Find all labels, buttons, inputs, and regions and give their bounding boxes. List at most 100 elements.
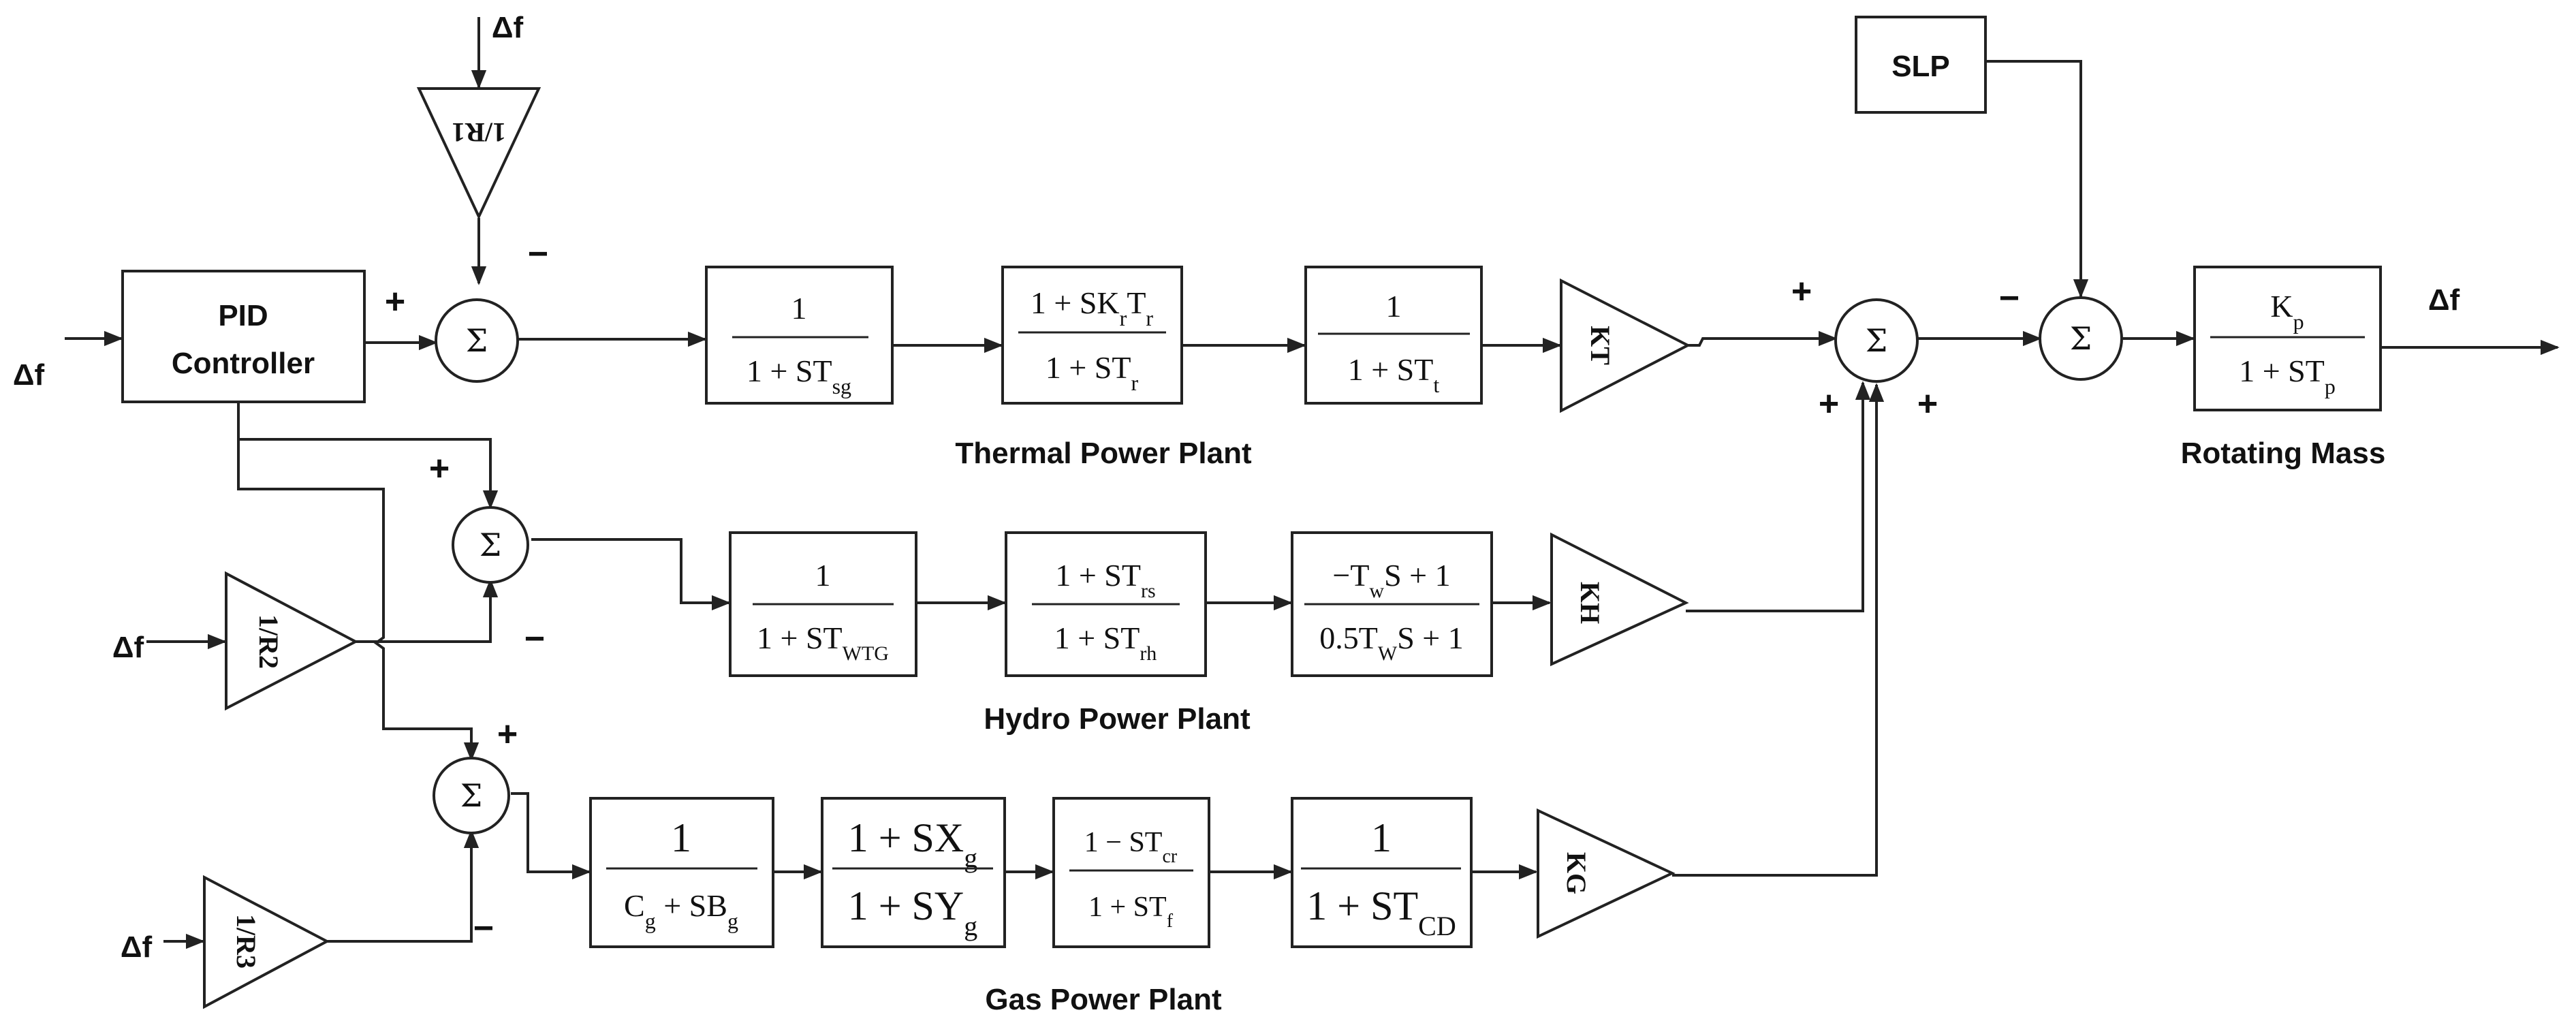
thermal-reheat-block: 1 + SKrTr 1 + STr <box>1001 266 1183 405</box>
sigma-symbol: Σ <box>1866 322 1888 359</box>
tf-subscript: sg <box>832 374 851 398</box>
gas-positioner-block: 1 + SXg 1 + SYg <box>821 797 1006 948</box>
svg-text:1 + STp: 1 + STp <box>2239 354 2336 398</box>
sign-minus-load-sum: − <box>1999 279 2020 318</box>
tf-subscript: WTG <box>843 642 889 665</box>
gas-plant-label: Gas Power Plant <box>985 983 1222 1016</box>
svg-text:1 + SYg: 1 + SYg <box>848 883 978 941</box>
svg-text:1 − STcr: 1 − STcr <box>1084 827 1178 867</box>
tf-subscript: g <box>645 909 656 933</box>
tf-numerator: 1 + SX <box>848 815 964 860</box>
rotating-mass-block: Kp 1 + STp <box>2193 266 2382 411</box>
tf-subscript: f <box>1167 911 1174 932</box>
tf-denominator: 1 + ST <box>1306 883 1418 928</box>
tf-subscript: cr <box>1162 846 1177 867</box>
gain-1-r3-label: 1/R3 <box>231 914 262 969</box>
svg-text:1 + SXg: 1 + SXg <box>848 815 978 873</box>
tf-numerator: 1 <box>1371 815 1392 860</box>
svg-text:1 + STr: 1 + STr <box>1046 350 1139 395</box>
tf-numerator: 1 <box>815 558 831 593</box>
tf-denominator-part: S + 1 <box>1397 621 1464 655</box>
sign-minus-hydro-sum: − <box>524 619 545 659</box>
tf-subscript: p <box>2325 374 2336 398</box>
tf-numerator: 1 <box>671 815 691 860</box>
hydro-governor-block: 1 1 + STWTG <box>729 531 917 677</box>
hydro-penstock-block: −TwS + 1 0.5TWS + 1 <box>1291 531 1493 677</box>
tf-numerator: K <box>2270 289 2293 324</box>
tf-denominator-part: + SB <box>656 888 727 923</box>
svg-text:1 + STt: 1 + STt <box>1348 352 1440 397</box>
tf-numerator-part: S + 1 <box>1384 558 1451 593</box>
svg-text:0.5TWS + 1: 0.5TWS + 1 <box>1319 621 1463 665</box>
gain-kh: KH <box>1550 532 1689 667</box>
sign-plus-top-sum: + <box>385 282 405 321</box>
gain-1-r2: 1/R2 <box>225 571 359 711</box>
tf-subscript: g <box>727 909 738 933</box>
sign-plus-gas-sum: + <box>497 715 518 754</box>
gain-1-r1-label: 1/R1 <box>452 117 506 148</box>
signal-label-df-hydro: Δf <box>112 631 144 664</box>
tf-denominator: 1 + ST <box>1348 352 1434 387</box>
tf-subscript: w <box>1369 580 1384 602</box>
svg-text:1: 1 <box>1371 815 1392 860</box>
tf-denominator: 1 + ST <box>1054 621 1140 655</box>
tf-numerator-part: T <box>1127 285 1146 320</box>
pid-controller-block: PID Controller <box>121 270 366 403</box>
tf-denominator: 1 + ST <box>747 354 832 388</box>
tf-subscript: r <box>1146 306 1153 330</box>
tf-denominator: 1 + SY <box>848 883 964 928</box>
tf-subscript: t <box>1433 373 1439 397</box>
svg-text:Cg + SBg: Cg + SBg <box>624 888 738 933</box>
hydro-plant-label: Hydro Power Plant <box>984 702 1251 736</box>
svg-text:−TwS + 1: −TwS + 1 <box>1332 558 1450 602</box>
tf-denominator: 1 + ST <box>2239 354 2325 388</box>
gas-valve-block: 1 Cg + SBg <box>589 797 774 948</box>
tf-subscript: r <box>1120 306 1127 330</box>
tf-denominator: C <box>624 888 645 923</box>
thermal-turbine-block: 1 1 + STt <box>1304 266 1483 405</box>
gain-1-r1: 1/R1 <box>416 87 541 220</box>
thermal-governor-block: 1 1 + STsg <box>705 266 894 405</box>
signal-label-df-top: Δf <box>492 11 524 44</box>
gain-1-r2-label: 1/R2 <box>253 614 284 669</box>
sign-minus-top-sum: − <box>528 234 548 274</box>
tf-numerator: 1 + ST <box>1055 558 1141 593</box>
svg-text:1 + STCD: 1 + STCD <box>1306 883 1456 941</box>
sum-junction-load: Σ <box>2039 296 2123 381</box>
tf-denominator: 1 + ST <box>757 621 843 655</box>
pid-controller-label: Controller <box>172 347 315 380</box>
sign-plus-main-right: + <box>1917 384 1938 424</box>
svg-text:1 + STf: 1 + STf <box>1088 892 1174 932</box>
tf-numerator: −T <box>1332 558 1369 593</box>
tf-subscript: W <box>1378 642 1398 665</box>
tf-denominator: 1 + ST <box>1046 350 1131 385</box>
tf-numerator: 1 <box>1386 289 1402 324</box>
tf-subscript: g <box>964 843 977 873</box>
tf-numerator: 1 − ST <box>1084 827 1163 858</box>
gain-kt: KT <box>1560 278 1691 413</box>
svg-text:1: 1 <box>671 815 691 860</box>
gas-combustor-block: 1 − STcr 1 + STf <box>1052 797 1210 948</box>
svg-text:1: 1 <box>1386 289 1402 324</box>
signal-lines <box>65 17 2560 949</box>
sigma-symbol: Σ <box>460 777 483 814</box>
tf-subscript: p <box>2293 309 2304 334</box>
tf-numerator: 1 + SK <box>1031 285 1120 320</box>
slp-block: SLP <box>1855 16 1987 114</box>
svg-text:1 + SKrTr: 1 + SKrTr <box>1031 285 1154 330</box>
sum-junction-thermal: Σ <box>435 298 519 383</box>
gain-1-r3: 1/R3 <box>203 875 330 1009</box>
tf-subscript: rs <box>1141 580 1156 602</box>
hydro-droop-block: 1 + STrs 1 + STrh <box>1005 531 1207 677</box>
gain-kg: KG <box>1537 808 1676 939</box>
tf-subscript: g <box>964 911 977 941</box>
sign-plus-hydro-sum: + <box>429 449 450 488</box>
tf-subscript: rh <box>1140 642 1157 665</box>
thermal-plant-label: Thermal Power Plant <box>955 437 1252 470</box>
slp-label: SLP <box>1891 50 1950 83</box>
signal-label-df-output: Δf <box>2428 283 2460 317</box>
svg-text:Kp: Kp <box>2270 289 2304 334</box>
gain-kg-label: KG <box>1561 852 1592 894</box>
tf-numerator: 1 <box>791 291 807 326</box>
